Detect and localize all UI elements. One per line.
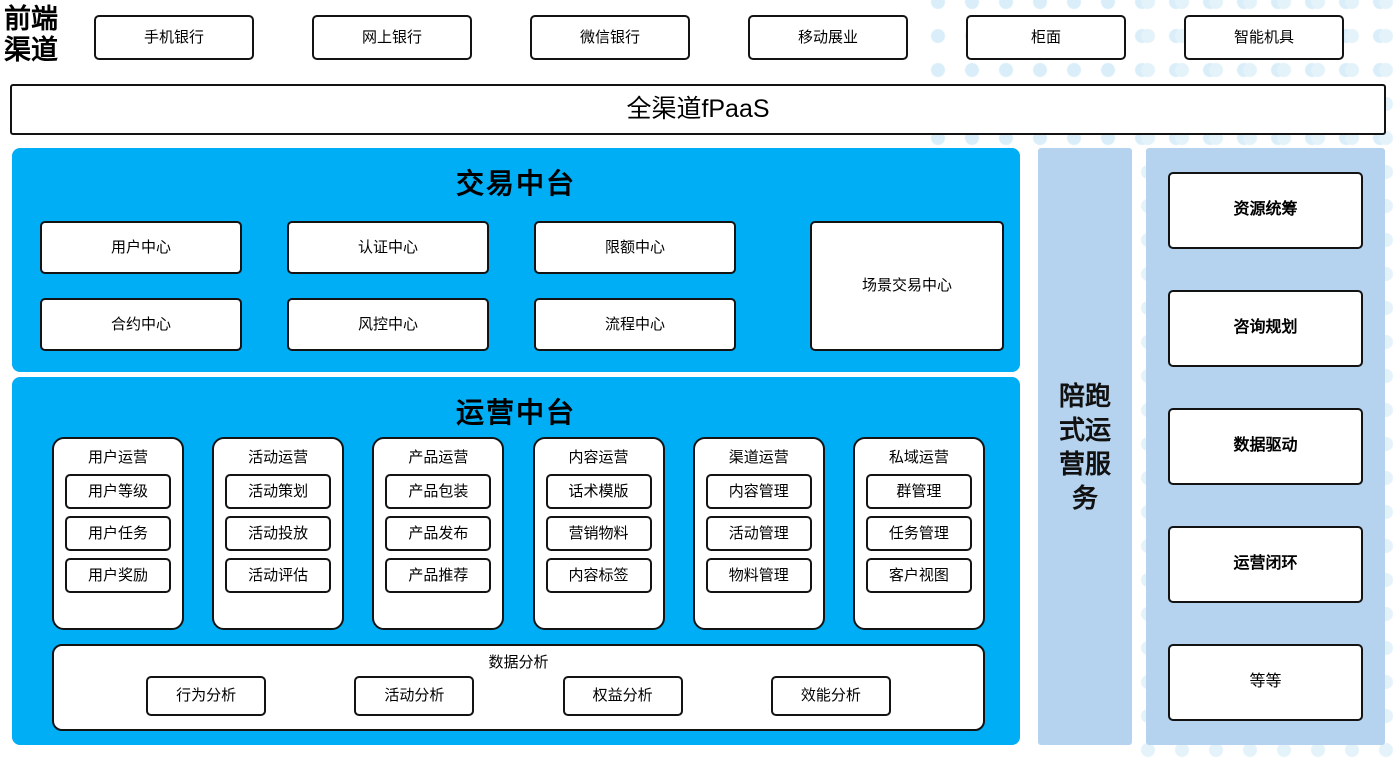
trade-center-user[interactable]: 用户中心 <box>40 221 242 274</box>
data-analysis-panel: 数据分析 行为分析 活动分析 权益分析 效能分析 <box>52 644 985 731</box>
ops-item-product-packaging[interactable]: 产品包装 <box>385 474 492 509</box>
channel-box-counter[interactable]: 柜面 <box>966 15 1126 60</box>
ops-item-user-level[interactable]: 用户等级 <box>65 474 171 509</box>
accompanying-operation-service-rail: 陪跑式运营服务 <box>1038 148 1132 745</box>
channel-box-mobile-business[interactable]: 移动展业 <box>748 15 908 60</box>
trade-center-grid: 用户中心 认证中心 限额中心 合约中心 风控中心 流程中心 <box>40 221 780 351</box>
ops-item-campaign-evaluation[interactable]: 活动评估 <box>225 558 332 593</box>
ops-column-title: 渠道运营 <box>728 449 789 466</box>
trade-center-limit[interactable]: 限额中心 <box>534 221 736 274</box>
ops-column-title: 用户运营 <box>87 449 148 466</box>
channel-box-smart-machine[interactable]: 智能机具 <box>1184 15 1344 60</box>
frontend-channel-label: 前端 渠道 <box>4 4 58 65</box>
ops-item-marketing-material[interactable]: 营销物料 <box>545 516 652 551</box>
service-card-data-driven[interactable]: 数据驱动 <box>1168 408 1363 485</box>
ops-item-product-recommend[interactable]: 产品推荐 <box>385 558 492 593</box>
ops-item-customer-view[interactable]: 客户视图 <box>865 558 972 593</box>
ops-column-group: 用户运营 用户等级 用户任务 用户奖励 活动运营 活动策划 活动投放 活动评估 … <box>52 437 985 630</box>
service-rail-label: 陪跑式运营服务 <box>1058 380 1111 513</box>
ops-item-material-management[interactable]: 物料管理 <box>705 558 812 593</box>
ops-column-title: 活动运营 <box>248 449 309 466</box>
analysis-item-behavior[interactable]: 行为分析 <box>146 676 267 716</box>
channel-box-internet-bank[interactable]: 网上银行 <box>312 15 472 60</box>
ops-item-content-tag[interactable]: 内容标签 <box>545 558 652 593</box>
data-analysis-title: 数据分析 <box>488 654 549 671</box>
service-card-resource-coordination[interactable]: 资源统筹 <box>1168 172 1363 249</box>
ops-item-campaign-planning[interactable]: 活动策划 <box>225 474 332 509</box>
ops-column-title: 产品运营 <box>408 449 469 466</box>
service-card-etc[interactable]: 等等 <box>1168 644 1363 721</box>
ops-column-title: 内容运营 <box>568 449 629 466</box>
ops-column-channel: 渠道运营 内容管理 活动管理 物料管理 <box>692 437 825 630</box>
service-card-column: 资源统筹 咨询规划 数据驱动 运营闭环 等等 <box>1146 148 1385 745</box>
ops-item-script-template[interactable]: 话术模版 <box>545 474 652 509</box>
channel-box-mobile-bank[interactable]: 手机银行 <box>94 15 254 60</box>
ops-column-title: 私域运营 <box>888 449 949 466</box>
trade-center-auth[interactable]: 认证中心 <box>287 221 489 274</box>
analysis-item-campaign[interactable]: 活动分析 <box>354 676 475 716</box>
analysis-item-efficiency[interactable]: 效能分析 <box>770 676 891 716</box>
ops-item-content-management[interactable]: 内容管理 <box>705 474 812 509</box>
trade-center-riskcontrol[interactable]: 风控中心 <box>287 298 489 351</box>
ops-item-campaign-delivery[interactable]: 活动投放 <box>225 516 332 551</box>
trade-center-process[interactable]: 流程中心 <box>534 298 736 351</box>
ops-column-user: 用户运营 用户等级 用户任务 用户奖励 <box>52 437 184 630</box>
trade-center-scene-transaction[interactable]: 场景交易中心 <box>810 221 1004 351</box>
omnichannel-fpaas-bar[interactable]: 全渠道fPaaS <box>10 84 1386 135</box>
service-card-consulting-planning[interactable]: 咨询规划 <box>1168 290 1363 367</box>
ops-platform-title: 运营中台 <box>455 397 576 428</box>
ops-column-campaign: 活动运营 活动策划 活动投放 活动评估 <box>212 437 345 630</box>
ops-column-product: 产品运营 产品包装 产品发布 产品推荐 <box>372 437 505 630</box>
trade-platform-title: 交易中台 <box>455 168 576 199</box>
trade-platform-panel: 交易中台 用户中心 认证中心 限额中心 合约中心 风控中心 流程中心 场景交易中… <box>12 148 1020 372</box>
ops-column-private-domain: 私域运营 群管理 任务管理 客户视图 <box>852 437 985 630</box>
ops-item-user-task[interactable]: 用户任务 <box>65 516 171 551</box>
ops-item-product-release[interactable]: 产品发布 <box>385 516 492 551</box>
ops-item-user-reward[interactable]: 用户奖励 <box>65 558 171 593</box>
ops-platform-panel: 运营中台 用户运营 用户等级 用户任务 用户奖励 活动运营 活动策划 活动投放 … <box>12 377 1020 745</box>
ops-item-task-management[interactable]: 任务管理 <box>865 516 972 551</box>
trade-center-contract[interactable]: 合约中心 <box>40 298 242 351</box>
channel-box-wechat-bank[interactable]: 微信银行 <box>530 15 690 60</box>
frontend-channel-row: 手机银行 网上银行 微信银行 移动展业 柜面 智能机具 <box>94 15 1382 60</box>
analysis-item-benefit[interactable]: 权益分析 <box>562 676 683 716</box>
ops-item-campaign-management[interactable]: 活动管理 <box>705 516 812 551</box>
ops-item-group-management[interactable]: 群管理 <box>865 474 972 509</box>
data-analysis-row: 行为分析 活动分析 权益分析 效能分析 <box>54 676 983 716</box>
service-card-operation-closed-loop[interactable]: 运营闭环 <box>1168 526 1363 603</box>
ops-column-content: 内容运营 话术模版 营销物料 内容标签 <box>532 437 665 630</box>
